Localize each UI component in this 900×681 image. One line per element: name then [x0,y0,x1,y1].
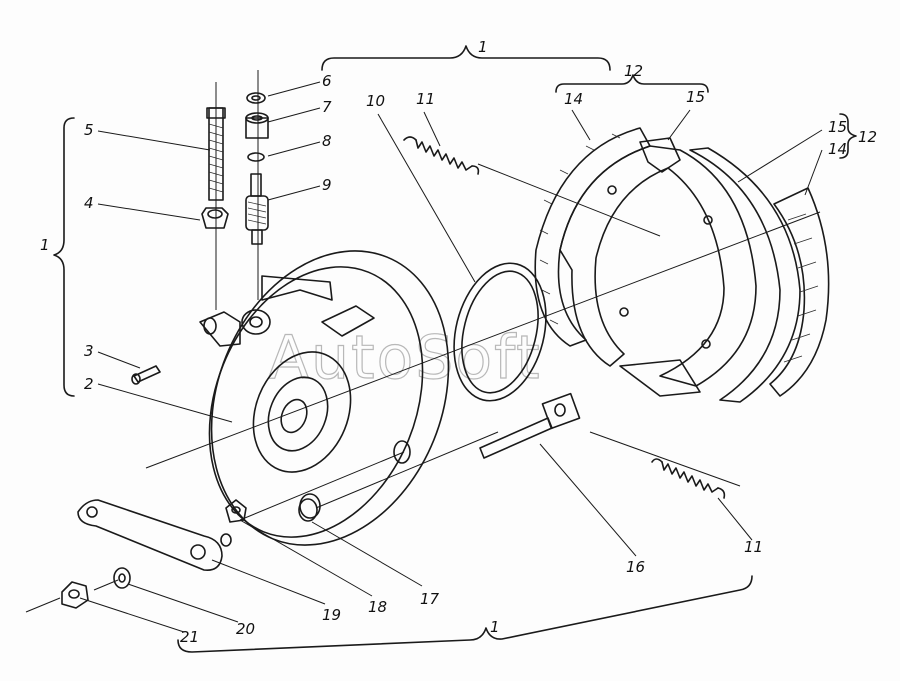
callout-9: 9 [322,176,332,194]
callout-8: 8 [322,132,332,150]
callout-12-top: 12 [624,62,643,80]
callout-numbers: 1 1 1 2 3 4 5 6 7 8 9 10 11 11 12 12 14 … [40,38,877,646]
backing-plate-part-2 [199,250,450,546]
bushing-part-17 [298,498,318,522]
brace-right-shoe [839,113,857,159]
callout-1-top: 1 [478,38,488,56]
callout-10: 10 [366,92,385,110]
lever-part-19 [77,499,232,572]
callout-1-left: 1 [40,236,50,254]
callout-18: 18 [368,598,387,616]
spring-bottom-part-11 [651,458,726,499]
bolt-part-3 [131,365,161,385]
nut-part-4 [201,207,229,229]
washer-part-8 [247,152,265,162]
nut-part-18 [225,499,247,523]
callout-15-right: 15 [828,118,847,136]
callout-4: 4 [84,194,94,212]
callout-19: 19 [322,606,341,624]
callout-15-top: 15 [686,88,705,106]
brake-shoe-left-part-15 [534,127,757,397]
actuator-part-16 [479,392,581,459]
callout-14-left: 14 [564,90,583,108]
callout-16: 16 [626,558,645,576]
callout-6: 6 [322,72,332,90]
callout-11-bottom: 11 [744,538,763,556]
nut-part-21 [61,581,89,609]
callout-20: 20 [236,620,255,638]
brace-bottom-assembly [177,575,753,653]
washer-part-6 [246,92,266,104]
brake-shoe-right-part-15 [689,147,830,403]
callout-11-top: 11 [416,90,435,108]
brace-top-assembly [321,45,611,71]
seal-ring-part-10 [453,262,547,402]
spring-top-part-11 [403,136,480,175]
callout-1-bottom: 1 [490,618,500,636]
stud-part-5 [206,107,226,201]
watermark: AutoSoft [268,323,542,393]
washer-part-20 [113,567,131,589]
bushing-part-7 [245,112,269,139]
callout-5: 5 [84,121,94,139]
callout-21: 21 [180,628,199,646]
callout-17: 17 [420,590,440,608]
callout-12-right: 12 [858,128,877,146]
brace-shoe-set [555,74,709,93]
callout-3: 3 [84,342,94,360]
callout-2: 2 [84,375,94,393]
callout-7: 7 [322,98,332,116]
brace-left-assembly [53,117,75,397]
eccentric-part-9 [245,173,269,245]
callout-14-right: 14 [828,140,847,158]
